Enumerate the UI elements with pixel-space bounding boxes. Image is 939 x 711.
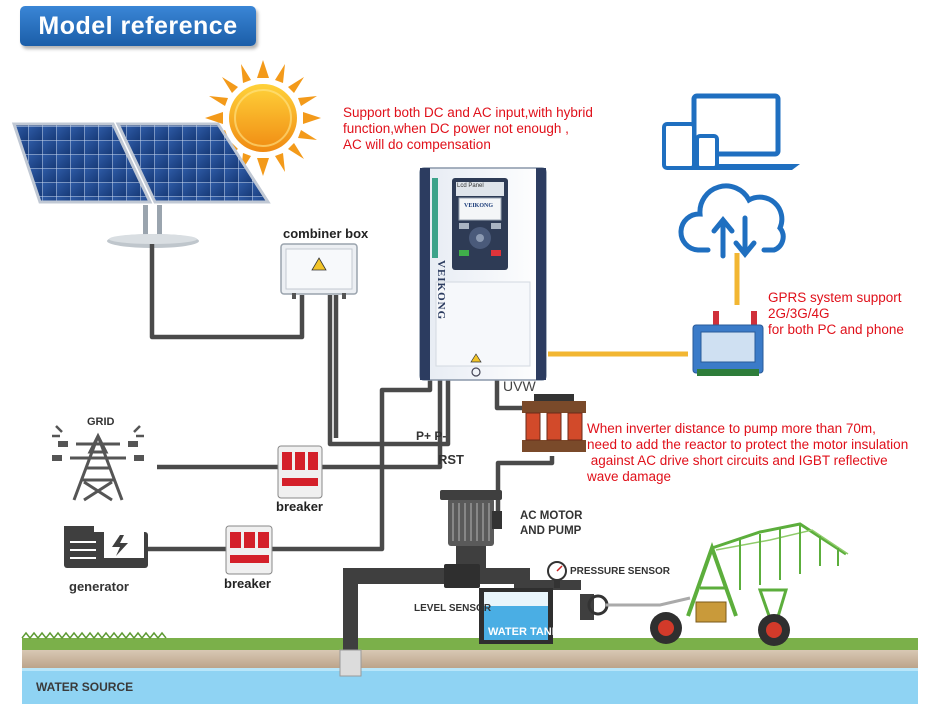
water-source-label: WATER SOURCE xyxy=(36,680,134,694)
reactor xyxy=(522,394,586,452)
ac-motor-and-pump xyxy=(440,490,502,570)
ground xyxy=(21,631,918,704)
valve-and-hose xyxy=(580,594,691,620)
well-pipe xyxy=(339,575,362,677)
grid-label: GRID xyxy=(87,416,115,428)
dc-terminal-label: P+ P- xyxy=(416,429,447,443)
breaker-bottom xyxy=(225,525,273,575)
breaker-top-label: breaker xyxy=(276,499,323,514)
level-sensor-label: LEVEL SENSOR xyxy=(414,603,492,614)
page-title: Model reference xyxy=(20,6,256,46)
motor-label-line2: AND PUMP xyxy=(520,525,582,537)
combiner-box xyxy=(280,243,358,299)
reactor-note: When inverter distance to pump more than… xyxy=(587,421,909,484)
ac-input-terminal-label: RST xyxy=(438,452,464,467)
inverter-panel-caption: Lcd Panel xyxy=(457,183,484,189)
combiner-box-label: combiner box xyxy=(283,226,369,241)
cloud-upload-download-icon xyxy=(678,183,786,259)
generator-icon xyxy=(64,526,148,568)
pressure-sensor-gauge-icon xyxy=(547,561,567,588)
generator-label: generator xyxy=(69,579,129,594)
output-terminal-label: UVW xyxy=(503,378,536,394)
inverter xyxy=(419,167,547,381)
grid-tower-icon xyxy=(52,425,144,502)
gprs-module xyxy=(692,311,764,376)
laptop-tablet-phone-icon xyxy=(662,93,800,170)
center-pivot-irrigation xyxy=(650,522,849,646)
water-tank xyxy=(479,588,553,644)
solar-panel-array xyxy=(11,122,271,248)
water-tank-label: WATER TANK xyxy=(488,626,560,638)
inverter-brand-label: VEIKONG xyxy=(435,260,447,321)
inverter-screen-brand: VEIKONG xyxy=(464,203,494,209)
hybrid-input-note: Support both DC and AC input,with hybrid… xyxy=(343,105,593,152)
gprs-note: GPRS system support 2G/3G/4G for both PC… xyxy=(768,290,904,337)
sun-icon xyxy=(205,60,321,176)
signal-lines xyxy=(548,253,740,357)
breaker-top xyxy=(277,445,323,499)
breaker-bottom-label: breaker xyxy=(224,576,271,591)
motor-label-line1: AC MOTOR xyxy=(520,510,583,522)
pressure-sensor-label: PRESSURE SENSOR xyxy=(570,566,671,577)
